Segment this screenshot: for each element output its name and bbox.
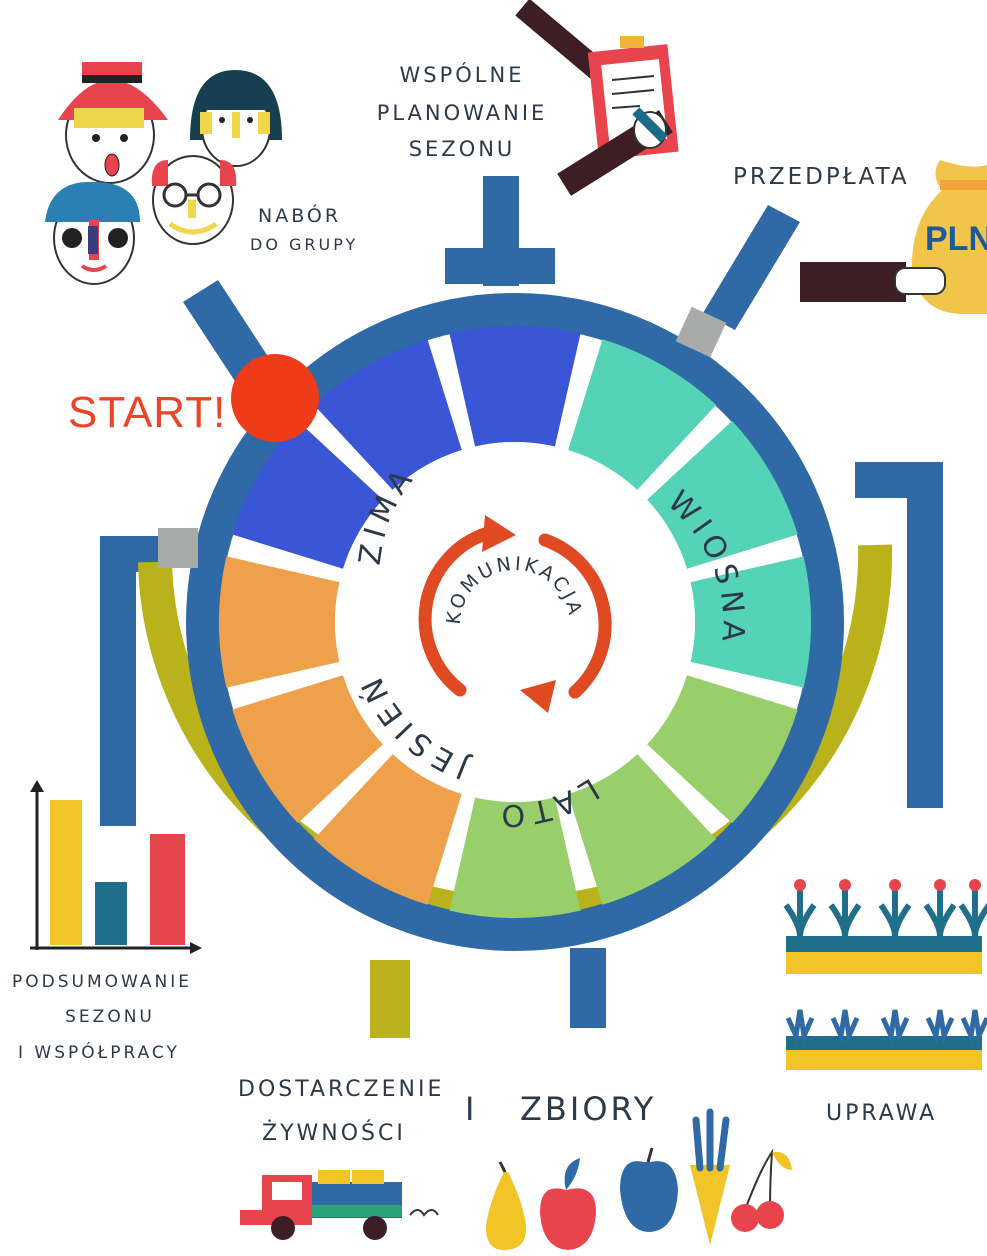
cultivation-beds-icon xyxy=(786,936,982,1070)
summary-label-2: SEZONU xyxy=(65,1007,155,1027)
cycle-arrows-icon xyxy=(418,526,612,699)
arrow-heads-icon xyxy=(482,515,556,713)
sprout xyxy=(960,1009,987,1045)
delivery-label-1: DOSTARCZENIE xyxy=(238,1077,444,1102)
cultivation-label: UPRAWA xyxy=(826,1101,937,1126)
plant-bud xyxy=(934,879,946,891)
people-faces-icon xyxy=(45,62,282,285)
planning-label-2: PLANOWANIE xyxy=(377,101,548,125)
segment-winter-2 xyxy=(449,326,581,447)
plant-stem xyxy=(783,890,817,937)
segment-spring-2 xyxy=(647,420,798,569)
prepayment-label: PRZEDPŁATA xyxy=(733,164,910,190)
segment-summer-2 xyxy=(568,754,717,905)
produce-icon xyxy=(485,1108,792,1250)
money-bag-icon xyxy=(800,160,987,314)
planning-label-1: WSPÓLNE xyxy=(400,62,525,87)
segment-summer-1 xyxy=(647,675,798,824)
start-label: START! xyxy=(68,388,226,437)
segment-spring-1 xyxy=(568,339,717,490)
plant-bud xyxy=(889,879,901,891)
plants-icon xyxy=(783,879,987,1045)
wheel-center xyxy=(335,442,695,802)
sprout xyxy=(925,1009,955,1045)
recruitment-label-1: NABÓR xyxy=(258,203,341,227)
segment-autumn-1 xyxy=(313,754,462,905)
segment-summer-3 xyxy=(449,797,581,919)
sprout xyxy=(880,1009,910,1045)
plant-bud xyxy=(794,879,806,891)
frame-ring xyxy=(186,293,844,951)
segment-winter-3 xyxy=(232,420,383,569)
olive-stub xyxy=(370,960,410,1038)
plant-stem xyxy=(828,890,862,937)
summary-bar-yellow xyxy=(50,800,82,945)
segment-autumn-2 xyxy=(232,675,383,824)
grey-joint-left xyxy=(158,528,198,568)
frame-connectors xyxy=(100,176,943,1028)
summary-bar-red xyxy=(150,834,185,945)
pln-label: PLN xyxy=(925,220,987,258)
delivery-truck-icon xyxy=(240,1170,439,1240)
plant-bud xyxy=(969,879,981,891)
summary-label-1: PODSUMOWANIE xyxy=(12,972,192,992)
segment-autumn-3 xyxy=(218,556,340,688)
planning-label-3: SEZONU xyxy=(409,137,516,161)
sprout xyxy=(830,1009,860,1045)
plant-stem xyxy=(958,890,987,937)
season-wheel xyxy=(218,326,811,919)
sprout xyxy=(785,1009,815,1045)
segment-winter-1 xyxy=(313,339,462,490)
clipboard-icon xyxy=(515,0,679,196)
and-label: I xyxy=(465,1090,477,1128)
harvest-label: ZBIORY xyxy=(520,1090,656,1128)
grey-joint-top xyxy=(675,306,727,358)
segment-spring-3 xyxy=(690,556,811,688)
plant-bud xyxy=(839,879,851,891)
start-dot xyxy=(231,354,319,442)
plant-stem xyxy=(923,890,957,937)
recruitment-label-2: DO GRUPY xyxy=(250,235,358,254)
summary-bar-teal xyxy=(95,882,127,945)
plant-stem xyxy=(878,890,912,937)
summary-label-3: I WSPÓŁPRACY xyxy=(18,1041,180,1063)
summary-bar-chart-icon xyxy=(30,780,202,954)
delivery-label-2: ŻYWNOŚCI xyxy=(262,1120,406,1146)
